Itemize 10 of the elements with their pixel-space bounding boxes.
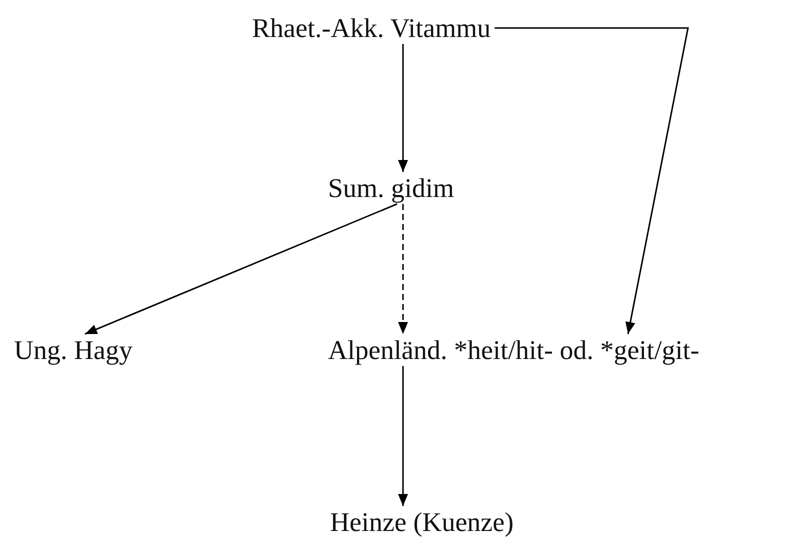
arrow xyxy=(398,204,408,334)
term-label: Ung. Hagy xyxy=(14,334,132,366)
arrow xyxy=(84,203,398,335)
term-label: Rhaet.-Akk. Vitammu xyxy=(252,12,491,44)
term-label: Alpenländ. *heit/hit- od. *geit/git- xyxy=(328,334,700,366)
term-label: Sum. gidim xyxy=(328,172,454,204)
arrow xyxy=(398,44,408,172)
arrow xyxy=(494,27,689,334)
term-label: Heinze (Kuenze) xyxy=(330,506,514,538)
arrow xyxy=(398,366,408,506)
